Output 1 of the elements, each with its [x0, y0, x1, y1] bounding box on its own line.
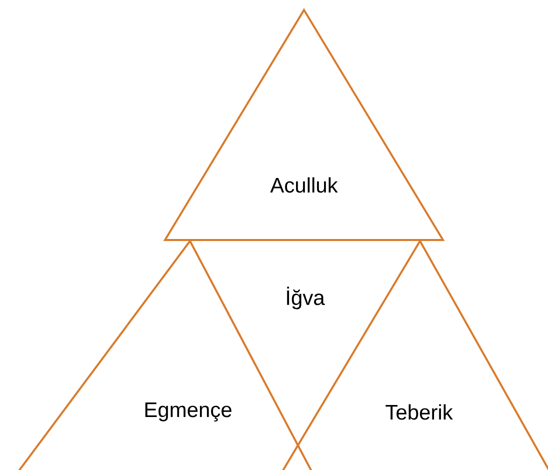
- triangle-label: İğva: [287, 286, 325, 310]
